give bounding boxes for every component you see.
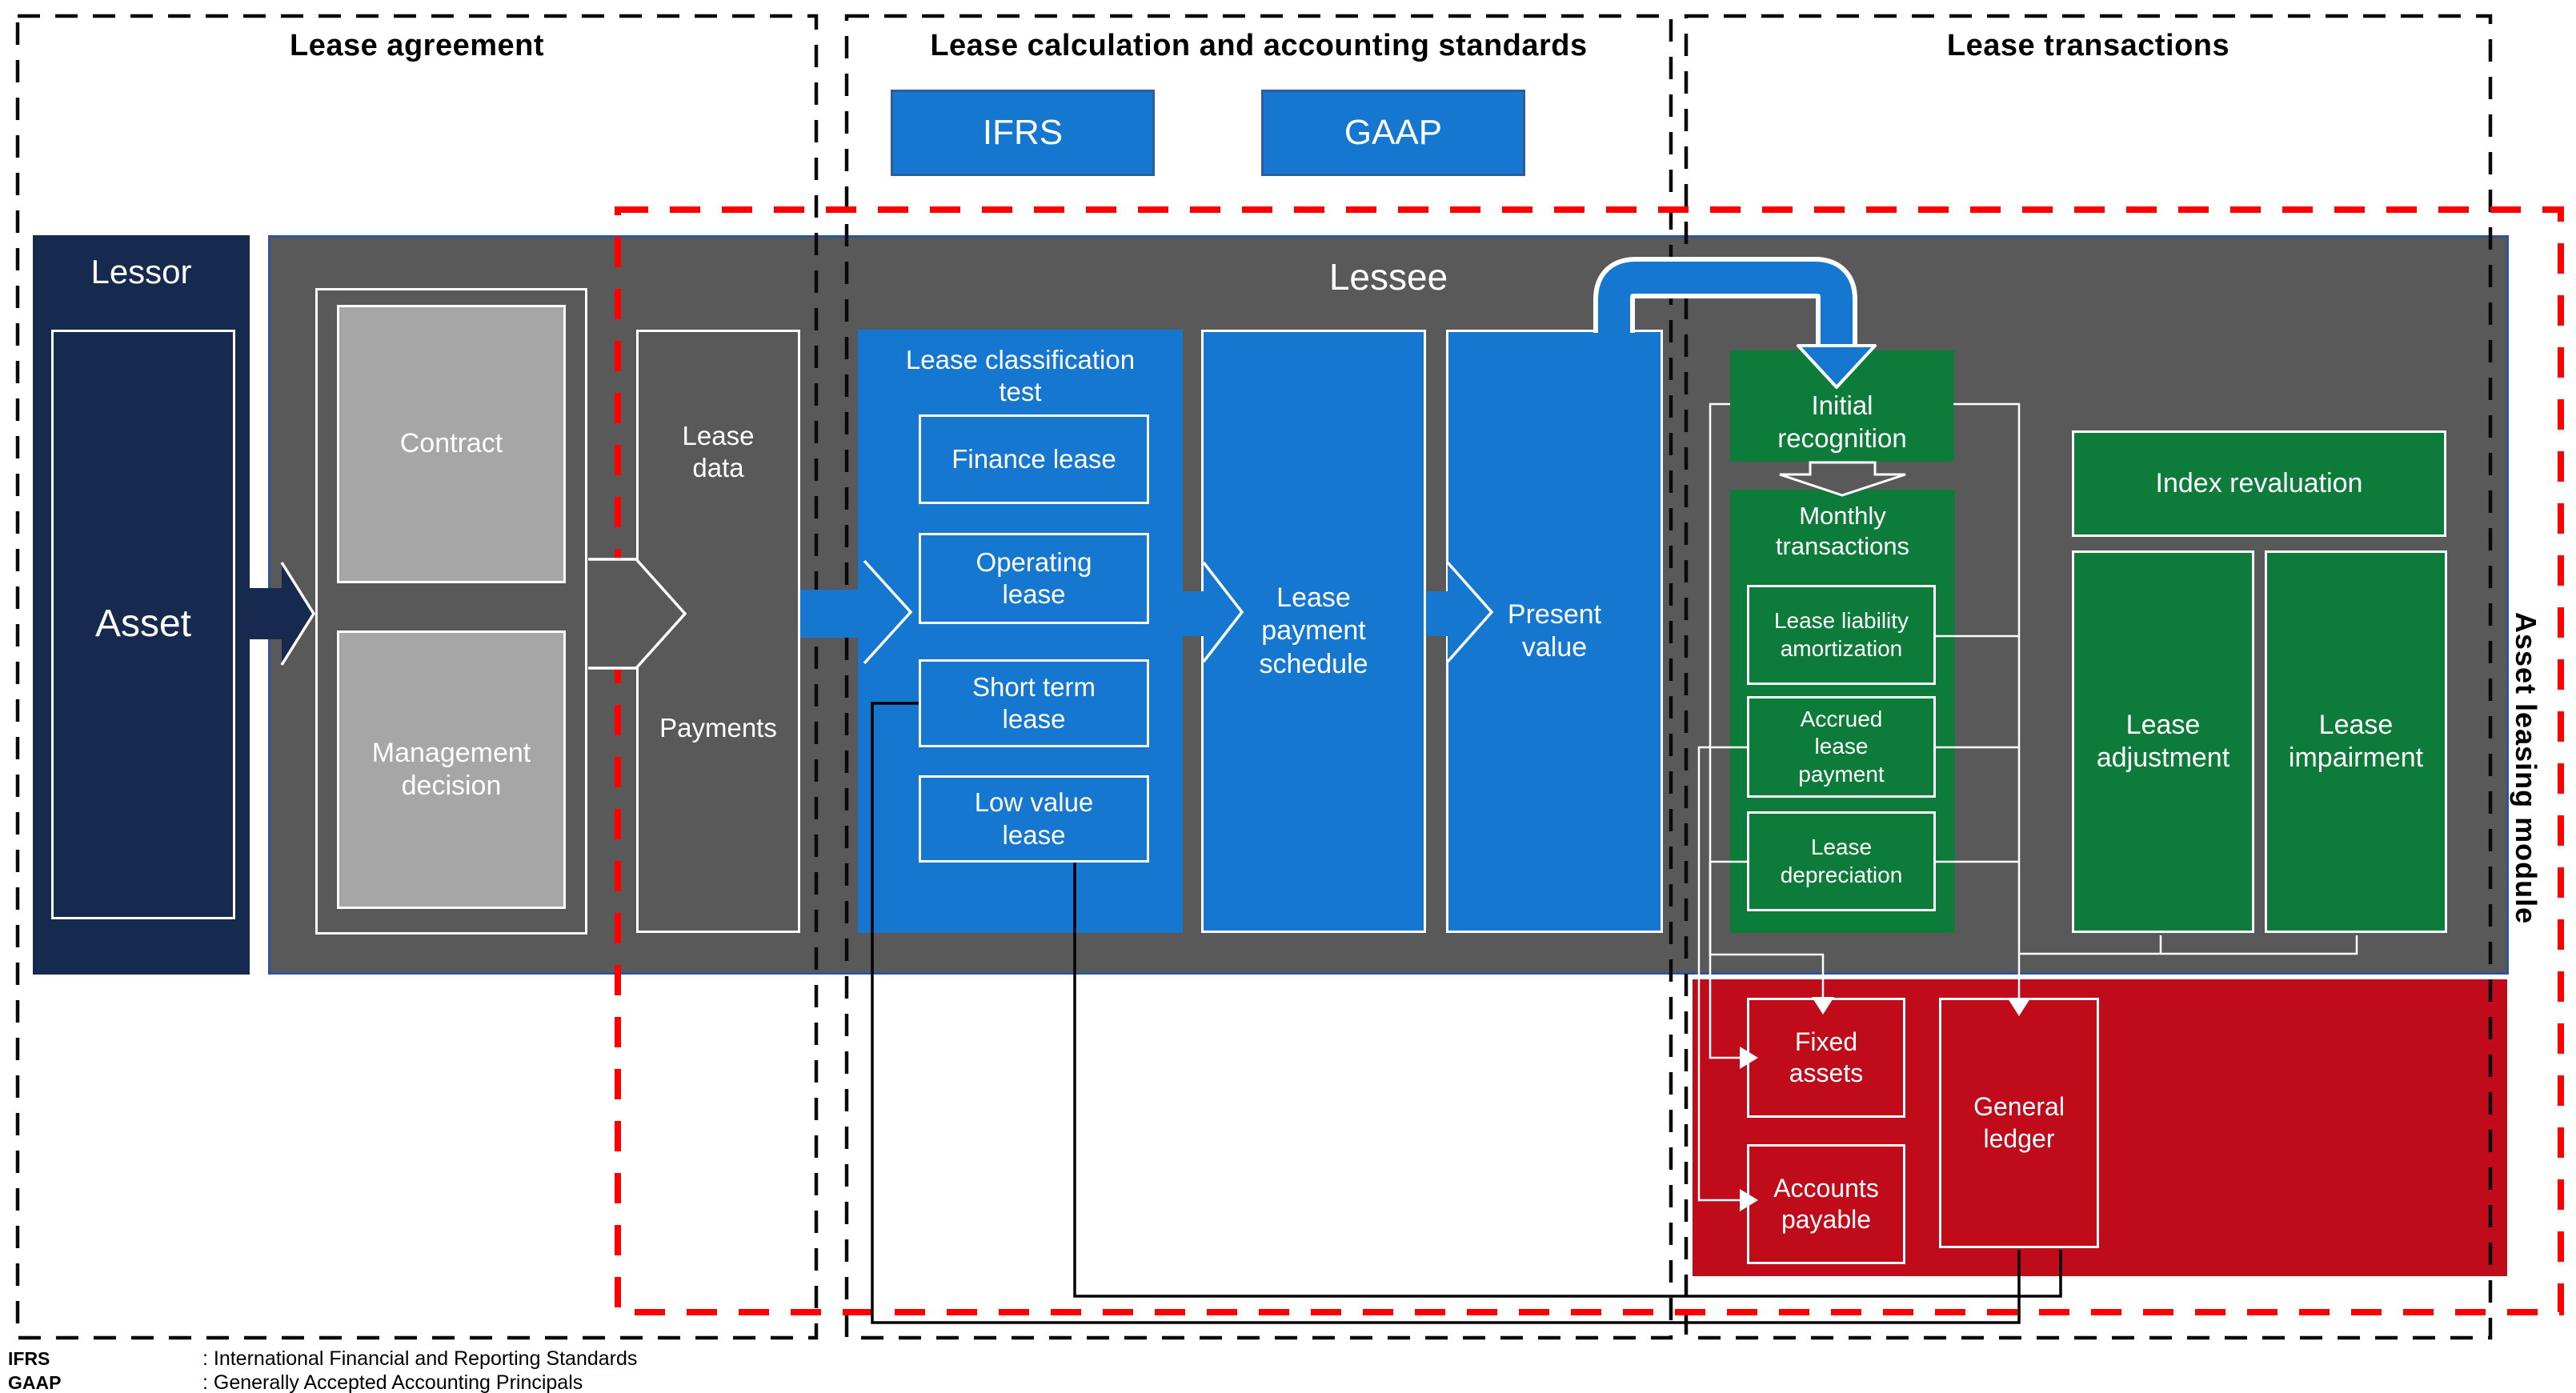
accrued-lease-payment-box: Accrued lease payment [1747,696,1936,798]
lease-depreciation-box: Lease depreciation [1747,811,1936,911]
finance-lease-box: Finance lease [919,414,1149,504]
index-revaluation-box: Index revaluation [2072,430,2446,537]
gaap-badge: GAAP [1261,90,1525,176]
legend-definition-gaap: : Generally Accepted Accounting Principa… [202,1371,583,1393]
lease-payment-schedule-box: Lease payment schedule [1201,330,1426,933]
lessee-title: Lessee [1328,255,1448,298]
lessor-title: Lessor [90,253,192,290]
lease-impairment-box: Lease impairment [2265,550,2447,933]
legend-row-ifrs: IFRS : International Financial and Repor… [8,1347,637,1371]
monthly-transactions-title: Monthly transactions [1775,502,1910,560]
legend-row-gaap: GAAP : Generally Accepted Accounting Pri… [8,1371,583,1393]
legend-definition-ifrs: : International Financial and Reporting … [202,1347,638,1370]
management-decision-box: Management decision [337,630,566,909]
lease-classification-title: Lease classification test [905,345,1136,407]
lease-adjustment-box: Lease adjustment [2072,550,2254,933]
payments-label: Payments [659,713,777,743]
lease-data-label: Lease data [682,421,755,483]
initial-recognition-box: Initial recognition [1730,350,1954,462]
section-title-lease-agreement: Lease agreement [290,29,544,62]
ifrs-badge: IFRS [891,90,1155,176]
present-value-box: Present value [1446,330,1663,933]
fixed-assets-box: Fixed assets [1747,998,1905,1118]
asset-leasing-module-label: Asset leasing module [2510,611,2542,925]
legend-term-ifrs: IFRS [8,1348,50,1369]
legend-term-gaap: GAAP [8,1372,62,1393]
section-title-lease-transactions: Lease transactions [1946,29,2230,62]
lease-liability-amortization-box: Lease liability amortization [1747,585,1936,685]
short-term-lease-box: Short term lease [919,659,1149,747]
operating-lease-box: Operating lease [919,533,1149,624]
low-value-lease-box: Low value lease [919,775,1149,863]
contract-box: Contract [337,305,566,583]
section-title-lease-calculation: Lease calculation and accounting standar… [930,29,1588,62]
asset-box: Asset [51,330,235,919]
general-ledger-box: General ledger [1939,998,2099,1248]
lease-data-payments-box: Lease data Payments [636,330,800,933]
accounts-payable-box: Accounts payable [1747,1144,1905,1264]
